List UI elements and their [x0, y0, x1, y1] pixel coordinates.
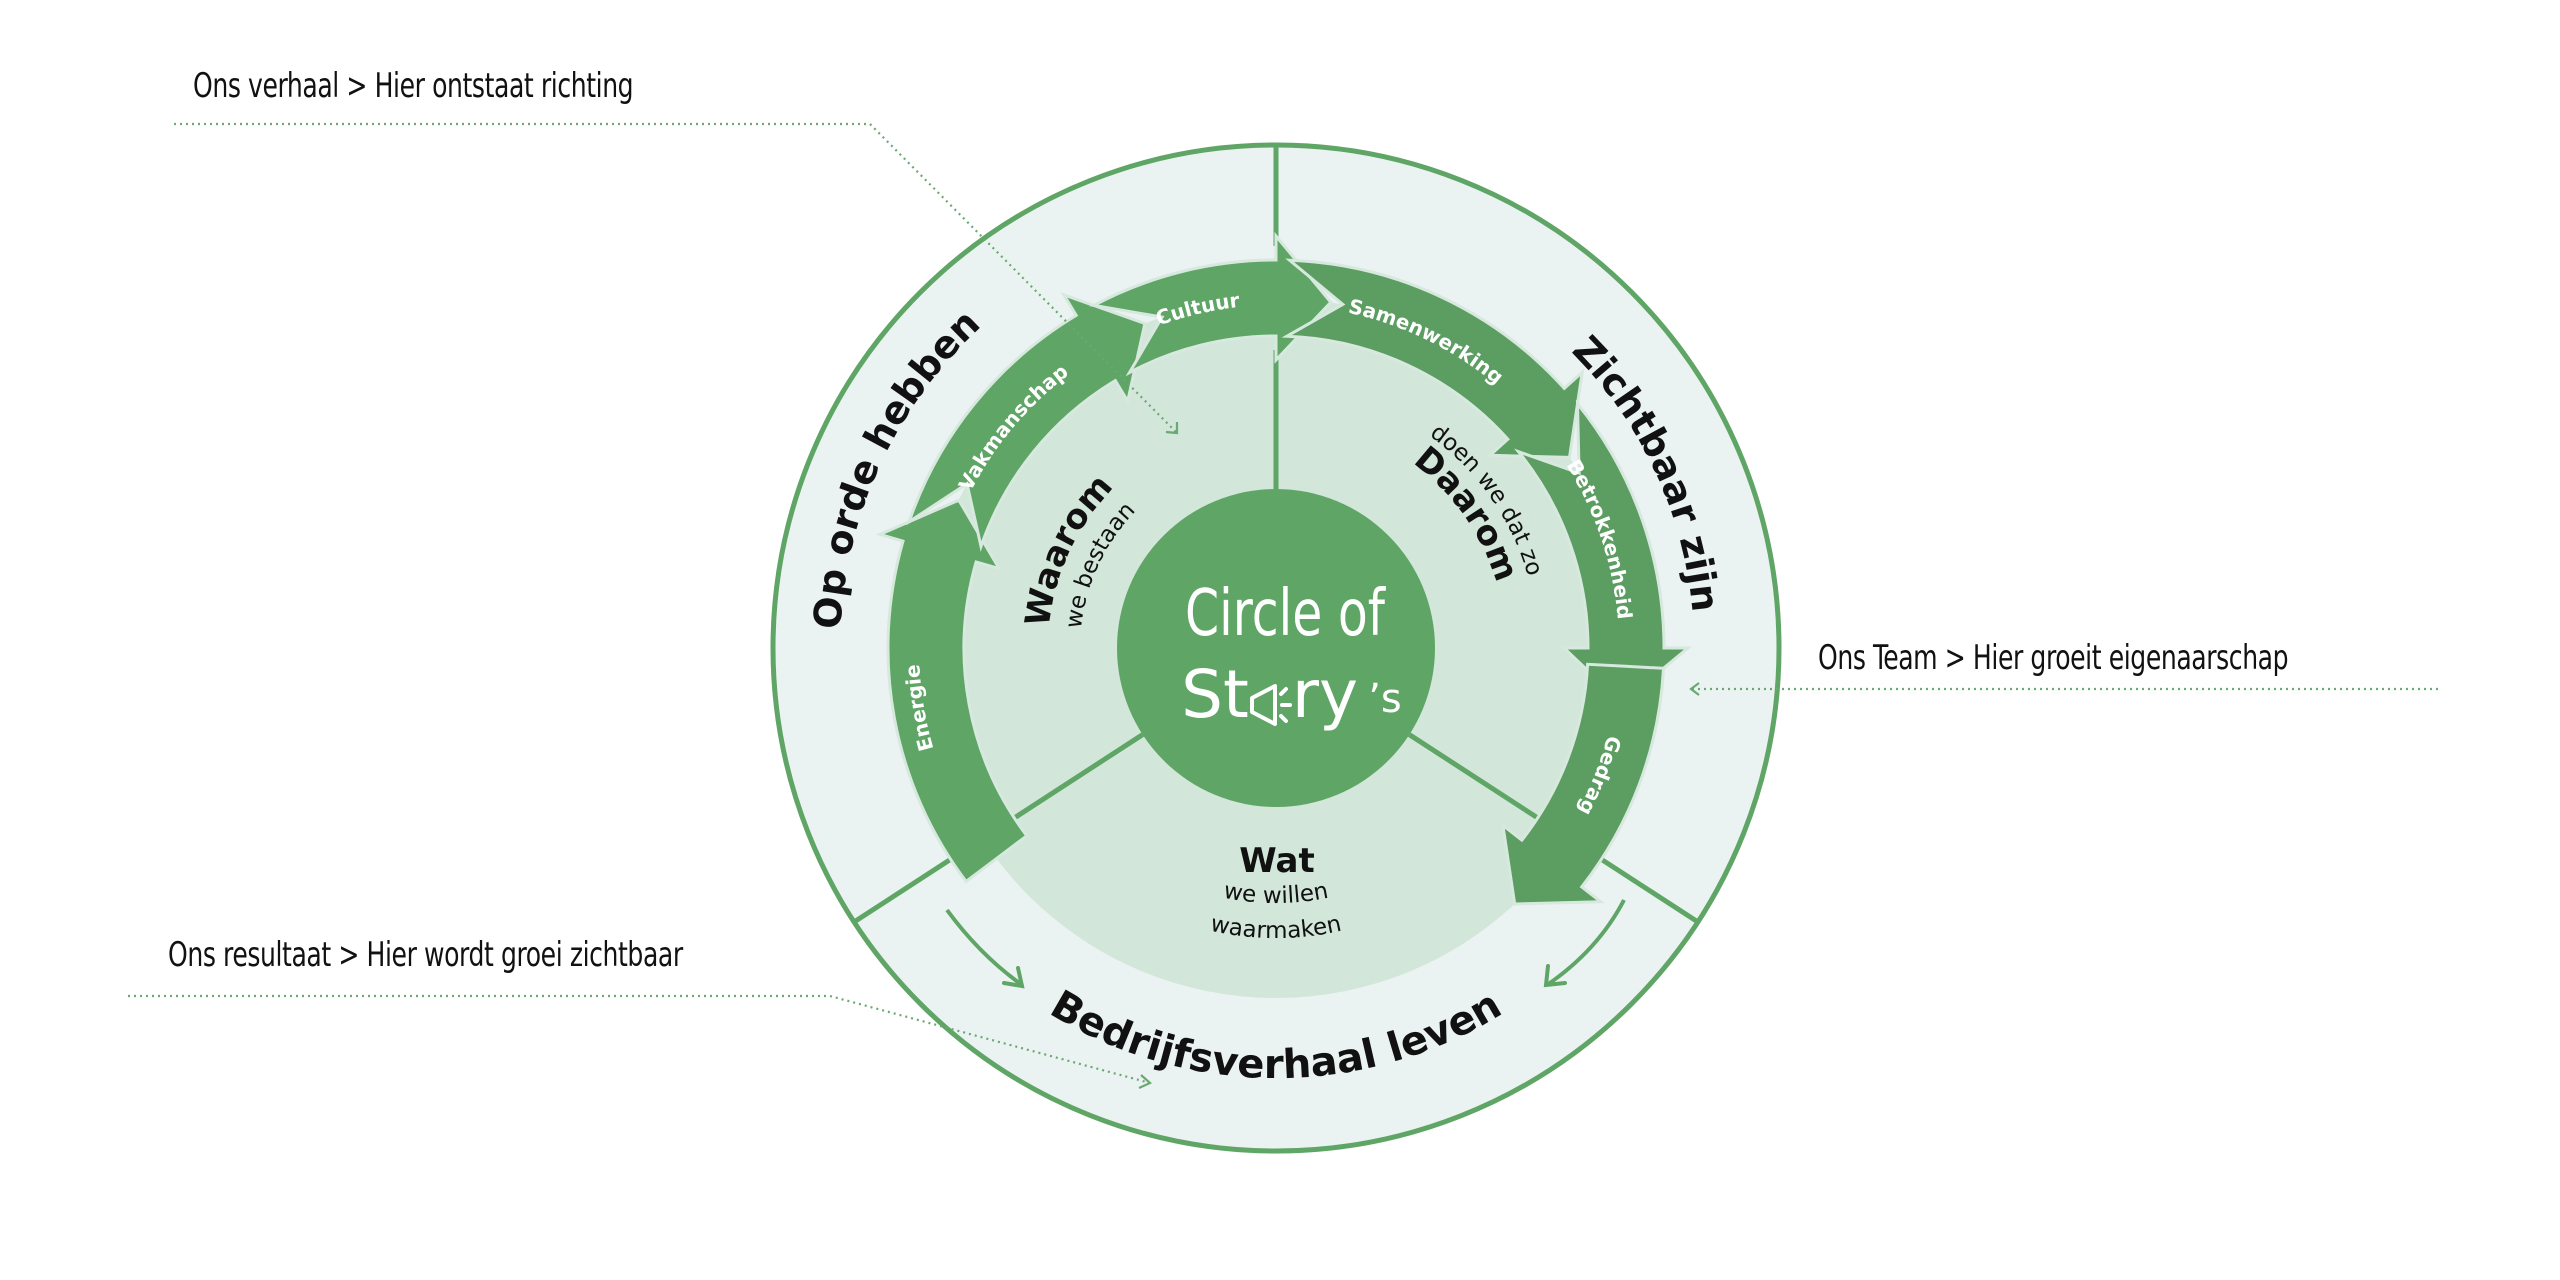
flow-arrows: [945, 899, 1626, 989]
arrowhead-team-icon: [1689, 682, 1700, 696]
center-circle: [1117, 489, 1435, 807]
flow-arrow-right-icon: [1545, 899, 1626, 987]
annotation-ons-resultaat: Ons resultaat > Hier wordt groei zichtba…: [168, 935, 683, 975]
center-title-st: St: [1181, 656, 1249, 733]
inner-title-wat: Wat: [1239, 841, 1315, 881]
center-title: Circle of St ry ’s: [1181, 577, 1402, 733]
arrowhead-resultaat-icon: [1138, 1074, 1152, 1090]
arrow-gedrag: [1500, 662, 1666, 906]
arrowhead-verhaal-icon: [1165, 422, 1179, 435]
annotation-connector-verhaal: [174, 122, 1177, 433]
flow-arrow-left-head: [1002, 966, 1025, 989]
flow-arrow-right-head: [1543, 964, 1567, 988]
arrow-cycle: [875, 231, 1693, 906]
arrow-energie: [875, 498, 1029, 884]
center-title-suffix: ’s: [1368, 676, 1402, 722]
megaphone-icon: [1250, 684, 1292, 726]
annotation-arrowheads: [1138, 422, 1700, 1090]
center-title-line1: Circle of: [1185, 577, 1386, 651]
annotation-connectors: [128, 122, 2438, 1085]
annotation-ons-team: Ons Team > Hier groeit eigenaarschap: [1818, 638, 2289, 678]
center-title-ry: ry: [1292, 656, 1358, 733]
annotation-connector-resultaat: [128, 994, 1151, 1085]
annotation-ons-verhaal: Ons verhaal > Hier ontstaat richting: [193, 66, 634, 106]
flow-arrow-left-icon: [945, 908, 1024, 987]
inner-subtitle-wat-line1: we willen: [1222, 878, 1331, 909]
arrow-vakmanschap: [906, 291, 1147, 552]
